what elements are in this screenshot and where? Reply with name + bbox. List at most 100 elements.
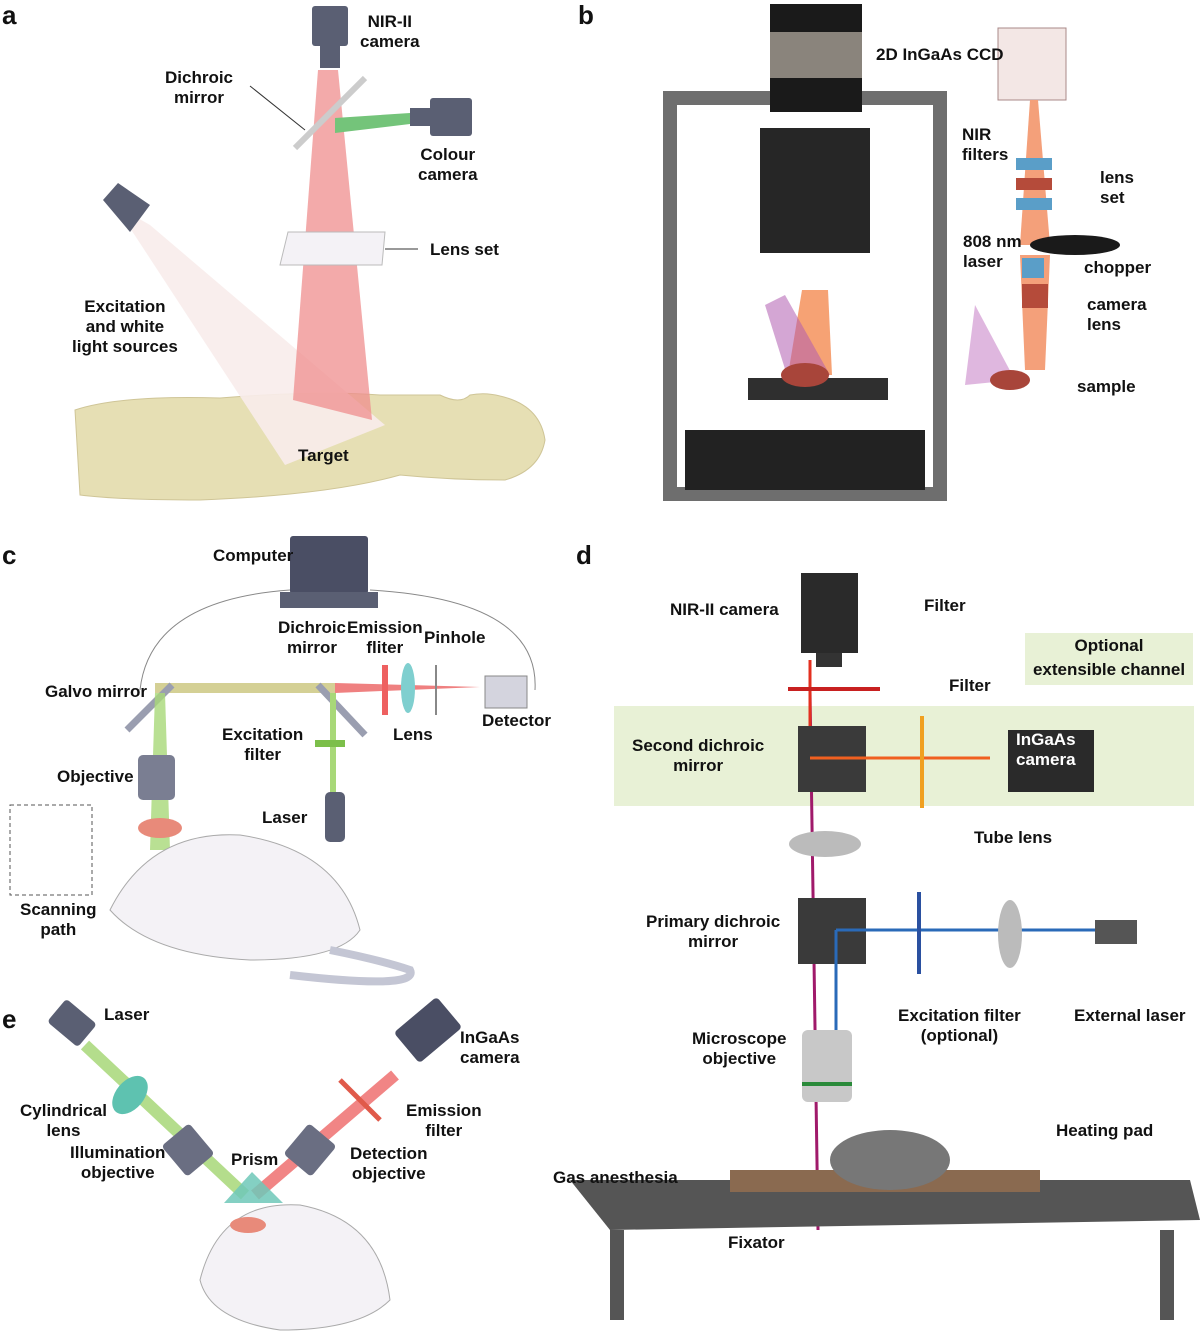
label-objective-c: Objective [57, 767, 134, 786]
label-lens-set: Lens set [430, 240, 499, 259]
label-galvo: Galvo mirror [45, 682, 148, 701]
label-laser-e: Laser [104, 1005, 150, 1024]
lens-c [401, 663, 415, 713]
detector [484, 675, 528, 709]
label-computer: Computer [213, 546, 294, 565]
label-gas-anesthesia: Gas anesthesia [553, 1168, 678, 1187]
mouse-c [109, 834, 361, 961]
filter-side [920, 716, 924, 808]
laser-c [325, 792, 345, 842]
panel-label-b: b [578, 0, 594, 30]
label-prism: Prism [231, 1150, 279, 1169]
detection-objective [284, 1124, 336, 1176]
label-excitation-filter-d: Excitation filter(optional) [898, 1006, 1021, 1045]
dichroic-mirror [292, 75, 368, 151]
label-ccd: 2D InGaAs CCD [876, 45, 1004, 64]
label-fixator: Fixator [728, 1233, 785, 1252]
label-tube-lens: Tube lens [974, 828, 1053, 847]
dichroic-mirror-c [315, 682, 368, 738]
illumination-objective [162, 1124, 214, 1176]
panel-label-e: e [2, 1004, 17, 1034]
ingaas-camera-d [1008, 730, 1094, 792]
panel-label-a: a [2, 0, 17, 30]
mouse-d [830, 1130, 950, 1190]
laser-e [48, 1000, 96, 1046]
tube-lens [789, 831, 861, 857]
galvo-mirror [124, 682, 175, 733]
table [570, 1180, 1200, 1230]
beam-schematic [1020, 100, 1050, 245]
optional-box [1025, 633, 1193, 685]
excitation-filter-d [917, 892, 921, 974]
label-filter-side: Filter [949, 676, 991, 695]
label-laser-c: Laser [262, 808, 308, 827]
panel-a-illustration [74, 6, 546, 501]
mouse [781, 363, 829, 387]
label-sample: sample [1077, 377, 1136, 396]
laptop [290, 536, 368, 594]
beam-path [155, 683, 335, 693]
colour-camera-icon [430, 98, 472, 136]
emission-filter-c [382, 665, 388, 715]
label-detector: Detector [482, 711, 551, 730]
panel-c-illustration [9, 536, 536, 986]
microscope-objective-d [802, 1030, 852, 1102]
panel-label-c: c [2, 540, 17, 570]
mouse-e [199, 1204, 391, 1331]
extensible-channel-band [614, 706, 1194, 806]
label-external-laser: External laser [1074, 1006, 1186, 1025]
nir-camera-d [801, 573, 858, 653]
ingaas-ccd-outline [997, 27, 1067, 101]
light-source-icon [103, 183, 150, 232]
scanning-path-box [9, 804, 93, 896]
label-filter-top: Filter [924, 596, 966, 615]
external-laser-d [1095, 920, 1137, 944]
label-heating-pad: Heating pad [1056, 1121, 1154, 1140]
excitation-cone [765, 295, 830, 385]
label-pinhole: Pinhole [424, 628, 486, 647]
label-lens-c: Lens [393, 725, 433, 744]
nir-camera-icon [312, 6, 348, 46]
lens-set-plate [279, 231, 386, 266]
cylindrical-lens [112, 1075, 148, 1115]
ingaas-camera-e [395, 998, 461, 1062]
chopper-wheel [1030, 235, 1120, 255]
panel-b-illustration [663, 4, 1120, 501]
collimating-lens [998, 900, 1022, 968]
panel-d-illustration [570, 573, 1200, 1320]
label-chopper: chopper [1084, 258, 1152, 277]
excitation-filter-c [315, 740, 345, 747]
label-nir-camera-d: NIR-II camera [670, 600, 779, 619]
colour-beam [335, 113, 410, 133]
panel-e-illustration [48, 998, 461, 1331]
objective-c [138, 755, 175, 800]
prism [224, 1172, 283, 1203]
